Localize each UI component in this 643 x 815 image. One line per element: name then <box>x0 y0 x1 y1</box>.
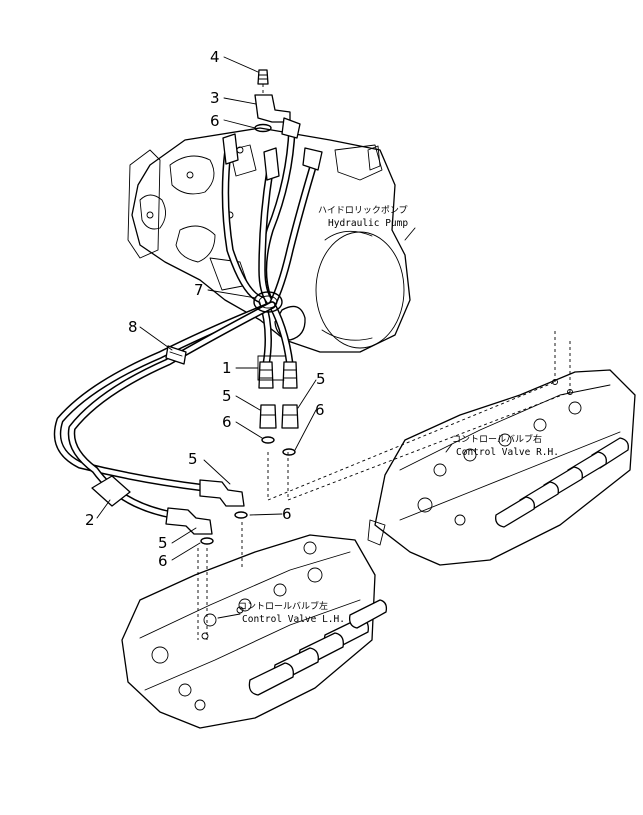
callout-6: 6 <box>158 552 168 570</box>
control-valve-lh-label-en: Control Valve L.H. <box>242 614 345 625</box>
callout-5: 5 <box>316 370 326 388</box>
callout-5: 5 <box>158 534 168 552</box>
callout-numbers: 4 3 6 7 8 1 5 5 6 6 5 2 6 5 6 <box>85 48 326 570</box>
callout-5: 5 <box>188 450 198 468</box>
dashed-port-lines <box>197 80 571 640</box>
callout-2: 2 <box>85 511 95 529</box>
control-valve-rh-label-en: Control Valve R.H. <box>456 447 559 458</box>
hose-clamp-8 <box>165 345 187 365</box>
pump-label-jp: ハイドロリックポンプ <box>318 205 408 216</box>
hose-clamp-7 <box>253 291 283 313</box>
callout-6: 6 <box>222 413 232 431</box>
callout-8: 8 <box>128 318 138 336</box>
callout-4: 4 <box>210 48 220 66</box>
callout-5: 5 <box>222 387 232 405</box>
band-clamp-2 <box>91 475 131 507</box>
control-valve-rh-label-jp: コントロールバルブ右 <box>452 433 542 445</box>
control-valve-lh <box>121 534 388 729</box>
component-labels: ハイドロリックポンプ Hydraulic Pump コントロールバルブ右 Con… <box>238 205 559 625</box>
callout-6: 6 <box>315 401 325 419</box>
callout-7: 7 <box>194 281 204 299</box>
control-valve-rh <box>367 369 636 566</box>
callout-6: 6 <box>282 505 292 523</box>
callout-1: 1 <box>222 359 232 377</box>
callout-6: 6 <box>210 112 220 130</box>
callout-3: 3 <box>210 89 220 107</box>
pump-label-en: Hydraulic Pump <box>328 218 408 229</box>
fittings <box>165 69 323 545</box>
leader-lines <box>96 56 453 619</box>
control-valve-lh-label-jp: コントロールバルブ左 <box>238 600 328 612</box>
